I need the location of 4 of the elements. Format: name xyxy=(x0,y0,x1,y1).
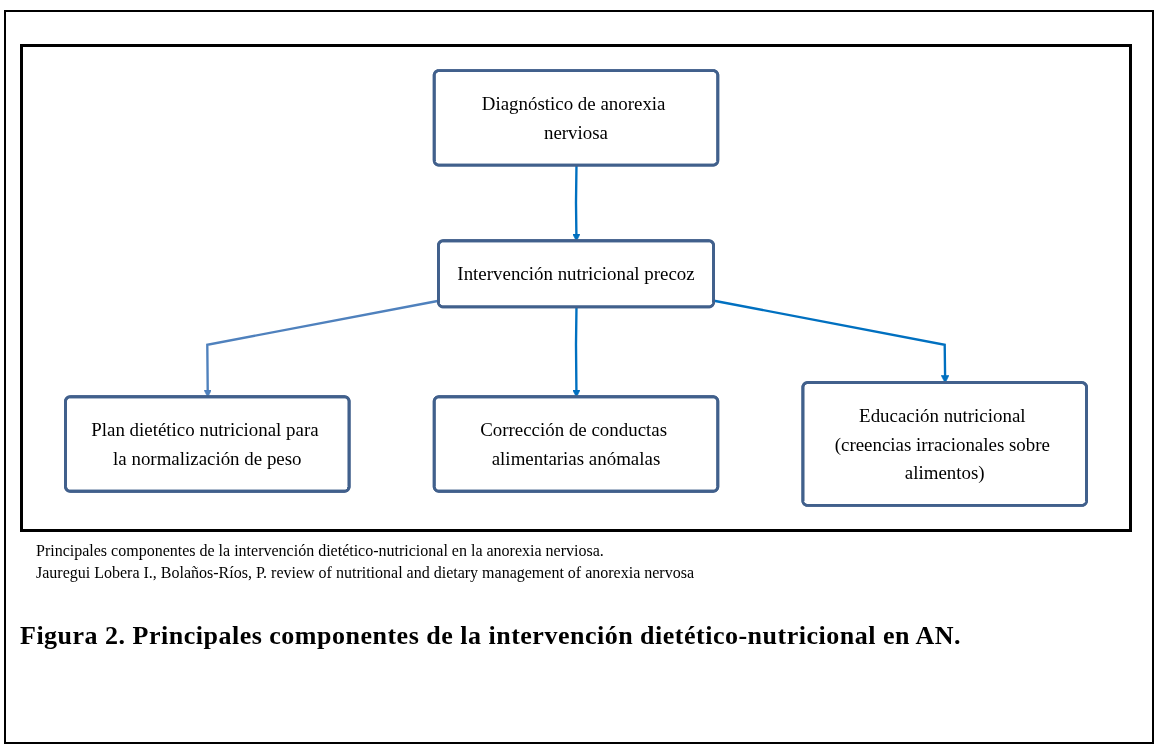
flowchart: Diagnóstico de anorexia nerviosa Intervención nutricional precoz Plan dietético nutricional para la normalización de peso Corrección de conductas alimentarias anómalas Educación nutricional (creencias irracionales sobre alimentos) xyxy=(39,63,1113,513)
source-note: Jauregui Lobera I., Bolaños-Ríos, P. review of nutritional and dietary management of anorexia nervosa xyxy=(36,563,695,584)
source-note: Principales componentes de la intervención dietético-nutricional en la anorexia nerviosa. xyxy=(36,541,604,562)
figure-caption: Figura 2. Principales componentes de la intervención dietético-nutricional en AN. xyxy=(20,620,963,652)
